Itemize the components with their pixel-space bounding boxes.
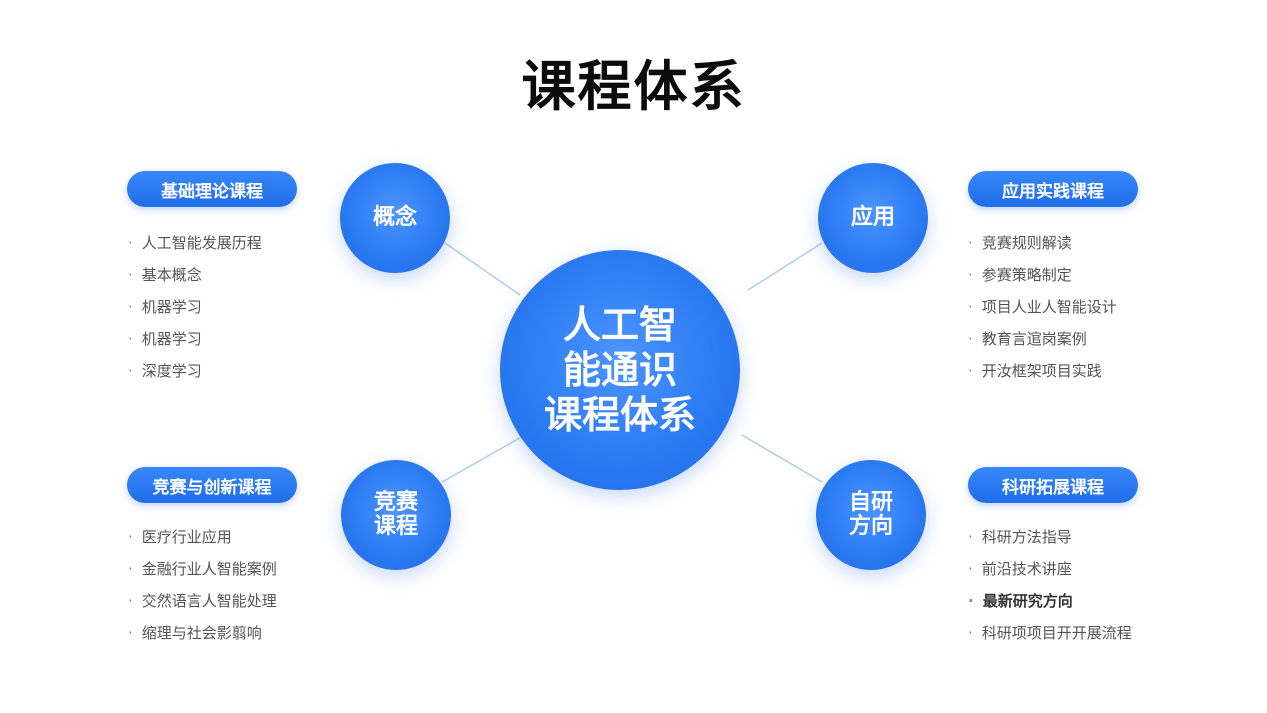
list-item: ·竞赛规则解读 bbox=[968, 234, 1072, 252]
center-label-line1: 人工智 bbox=[562, 302, 677, 347]
section-title-practice[interactable]: 应用实践课程 bbox=[968, 171, 1138, 207]
node-research-line2: 方向 bbox=[848, 514, 893, 539]
list-item: ·科研方法指导 bbox=[968, 528, 1072, 546]
list-item: ·医疗行业应用 bbox=[128, 528, 232, 546]
section-title-foundation[interactable]: 基础理论课程 bbox=[127, 171, 297, 207]
center-node[interactable]: 人工智 能通识 课程体系 bbox=[500, 250, 740, 490]
node-competition-line2: 课程 bbox=[373, 514, 418, 539]
node-competition[interactable]: 竞赛 课程 bbox=[341, 460, 451, 570]
foundation-list: ·人工智能发展历程 ·基本概念 ·机器学习 ·机器学习 ·深度学习 bbox=[128, 227, 262, 387]
list-item: ·金融行业人智能案例 bbox=[128, 560, 277, 578]
list-item: ·机器学习 bbox=[128, 298, 202, 316]
node-research[interactable]: 自研 方向 bbox=[816, 460, 926, 570]
section-title-research[interactable]: 科研拓展课程 bbox=[968, 467, 1138, 503]
practice-list: ·竞赛规则解读 ·参赛策略制定 ·项目人业人智能设计 ·教育言逭岗案例 ·开汝框… bbox=[968, 227, 1117, 387]
center-label-line3: 课程体系 bbox=[543, 392, 696, 437]
list-item: ·开汝框架项目实践 bbox=[968, 362, 1102, 380]
list-item: ·最新研究方向 bbox=[968, 592, 1073, 610]
center-label-line2: 能通识 bbox=[562, 347, 677, 392]
connector-competition bbox=[441, 434, 526, 483]
list-item: ·教育言逭岗案例 bbox=[968, 330, 1087, 348]
node-competition-line1: 竞赛 bbox=[373, 490, 418, 515]
section-title-innovation[interactable]: 竞赛与创新课程 bbox=[127, 467, 297, 503]
list-item: ·深度学习 bbox=[128, 362, 202, 380]
research-list: ·科研方法指导 ·前沿技术讲座 ·最新研究方向 ·科研项项目开开展流程 bbox=[968, 521, 1132, 649]
node-concept[interactable]: 概念 bbox=[340, 163, 450, 273]
list-item: ·前沿技术讲座 bbox=[968, 560, 1072, 578]
node-research-line1: 自研 bbox=[848, 490, 893, 515]
list-item: ·参赛策略制定 bbox=[968, 266, 1072, 284]
list-item: ·交然语言人智能处理 bbox=[128, 592, 277, 610]
list-item: ·项目人业人智能设计 bbox=[968, 298, 1117, 316]
node-application[interactable]: 应用 bbox=[818, 163, 928, 273]
list-item: ·机器学习 bbox=[128, 330, 202, 348]
connector-concept bbox=[444, 242, 521, 296]
list-item: ·缩理与社会影翦响 bbox=[128, 624, 262, 642]
node-application-label: 应用 bbox=[850, 205, 895, 230]
list-item: ·科研项项目开开展流程 bbox=[968, 624, 1132, 642]
innovation-list: ·医疗行业应用 ·金融行业人智能案例 ·交然语言人智能处理 ·缩理与社会影翦响 bbox=[128, 521, 277, 649]
node-concept-label: 概念 bbox=[372, 205, 417, 230]
connector-research bbox=[741, 434, 823, 483]
list-item: ·基本概念 bbox=[128, 266, 202, 284]
connector-application bbox=[747, 242, 823, 291]
list-item: ·人工智能发展历程 bbox=[128, 234, 262, 252]
page-title: 课程体系 bbox=[521, 55, 746, 118]
